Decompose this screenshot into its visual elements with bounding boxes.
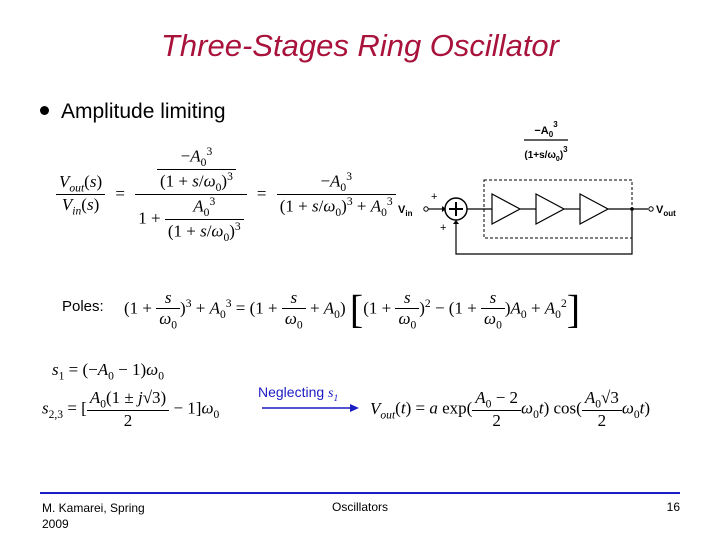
ring-oscillator-diagram: −A03 (1+s/ω0)3 Vin + + Vout [398,120,676,255]
gain-numerator: −A03 [534,120,558,139]
s23-equation: s2,3 = [A0(1 ± j√3)2 − 1]ω0 [42,388,220,431]
vout-label: Vout [656,204,676,218]
arrow-icon [262,404,359,412]
plus-top-label: + [431,191,437,203]
neglect-text: Neglecting [258,384,325,400]
footer-divider [40,492,680,494]
amplifier-3 [579,192,610,226]
transfer-function-equation: Vout(s)Vin(s) = −A03(1 + s/ω0)3 1 + A03(… [56,145,396,244]
vin-label: Vin [398,204,413,218]
poles-label: Poles: [62,298,104,315]
neglect-note: Neglecting s1 [258,384,338,404]
page-number: 16 [666,500,680,514]
bullet-item: Amplitude limiting [40,100,226,124]
footer-center: Oscillators [331,500,388,514]
s1-equation: s1 = (−A0 − 1)ω0 [52,360,164,383]
amplifier-2 [535,192,566,226]
amplifier-1 [491,192,522,226]
bullet-text: Amplitude limiting [61,100,226,123]
neglect-symbol: s1 [328,386,339,404]
plus-bottom-label: + [440,222,446,234]
footer-author: M. Kamarei, Spring 2009 [42,501,145,531]
bullet-dot-icon [40,105,49,115]
gain-denominator: (1+s/ω0)3 [524,145,568,163]
slide-title: Three-Stages Ring Oscillator [161,28,559,63]
